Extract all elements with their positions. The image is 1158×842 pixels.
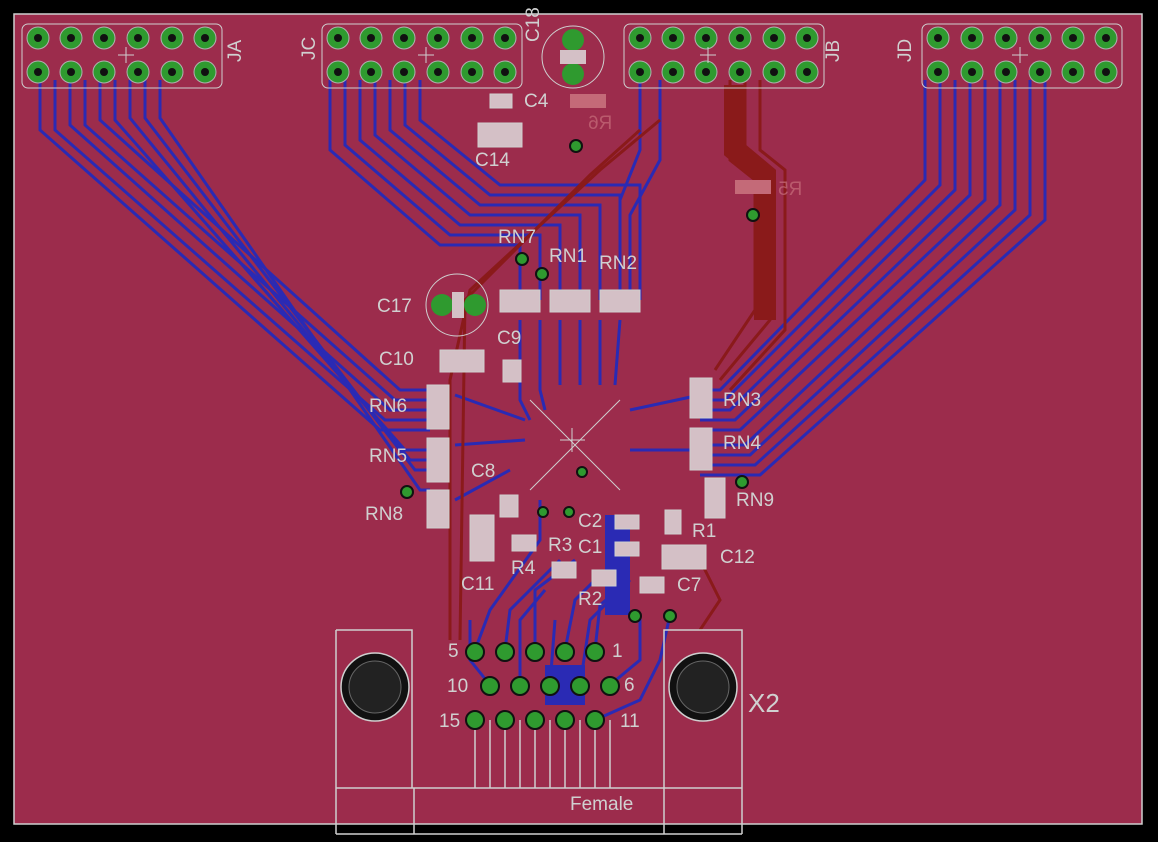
label-c2: C2 <box>578 511 603 532</box>
label-pin-15: 15 <box>439 711 461 732</box>
label-r3: R3 <box>548 535 573 556</box>
label-c4: C4 <box>524 91 549 112</box>
label-rn2: RN2 <box>599 253 638 274</box>
label-jc: JC <box>299 36 320 60</box>
label-pin-5: 5 <box>448 641 459 662</box>
connector-pads <box>465 642 620 730</box>
traces-left-fan <box>38 80 430 492</box>
label-pin-10: 10 <box>447 676 469 697</box>
traces-right-fan <box>700 80 1047 477</box>
label-x2: X2 <box>748 688 780 718</box>
bottom-layer-trace-wide <box>724 85 776 320</box>
label-c18: C18 <box>523 7 544 42</box>
label-r5-bottom: R5 <box>778 179 803 200</box>
label-r2: R2 <box>578 589 603 610</box>
origin-crosses <box>118 47 1028 63</box>
label-pin-1: 1 <box>612 641 623 662</box>
capacitor-c17-footprint[interactable] <box>425 273 489 337</box>
label-pin-11: 11 <box>620 711 640 732</box>
label-c14: C14 <box>475 150 510 171</box>
vias <box>400 139 760 623</box>
label-rn9: RN9 <box>736 490 775 511</box>
label-c12: C12 <box>720 547 755 568</box>
label-r4: R4 <box>511 558 536 579</box>
label-female: Female <box>570 794 634 815</box>
label-r1: R1 <box>692 521 717 542</box>
label-jb: JB <box>823 39 844 62</box>
label-r6-bottom: R6 <box>588 113 613 134</box>
label-c7: C7 <box>677 575 702 596</box>
center-copper-pour-2 <box>605 515 630 615</box>
label-rn5: RN5 <box>369 446 408 467</box>
header-ja-pads <box>26 26 217 84</box>
label-c17: C17 <box>377 296 412 317</box>
connector-mount-holes <box>340 652 738 722</box>
smd-components <box>426 93 771 594</box>
label-c11: C11 <box>461 574 495 595</box>
label-c10: C10 <box>379 349 414 370</box>
connector-pins-silk <box>474 720 611 788</box>
label-c1: C1 <box>578 537 603 558</box>
label-pin-6: 6 <box>624 675 635 696</box>
header-ja[interactable] <box>21 23 223 89</box>
label-rn3: RN3 <box>723 390 762 411</box>
header-jc[interactable] <box>321 23 523 89</box>
capacitor-c18-footprint[interactable] <box>541 25 605 89</box>
label-rn7: RN7 <box>498 227 537 248</box>
label-jd: JD <box>895 38 916 62</box>
connector-x2[interactable] <box>335 629 743 835</box>
label-rn4: RN4 <box>723 433 762 454</box>
label-rn6: RN6 <box>369 396 408 417</box>
label-rn8: RN8 <box>365 504 404 525</box>
label-ja: JA <box>225 39 246 62</box>
header-jd[interactable] <box>921 23 1123 89</box>
label-rn1: RN1 <box>549 246 588 267</box>
header-jb[interactable] <box>623 23 825 89</box>
label-c9: C9 <box>497 328 522 349</box>
label-c8: C8 <box>471 461 496 482</box>
ic-footprint <box>529 399 621 491</box>
